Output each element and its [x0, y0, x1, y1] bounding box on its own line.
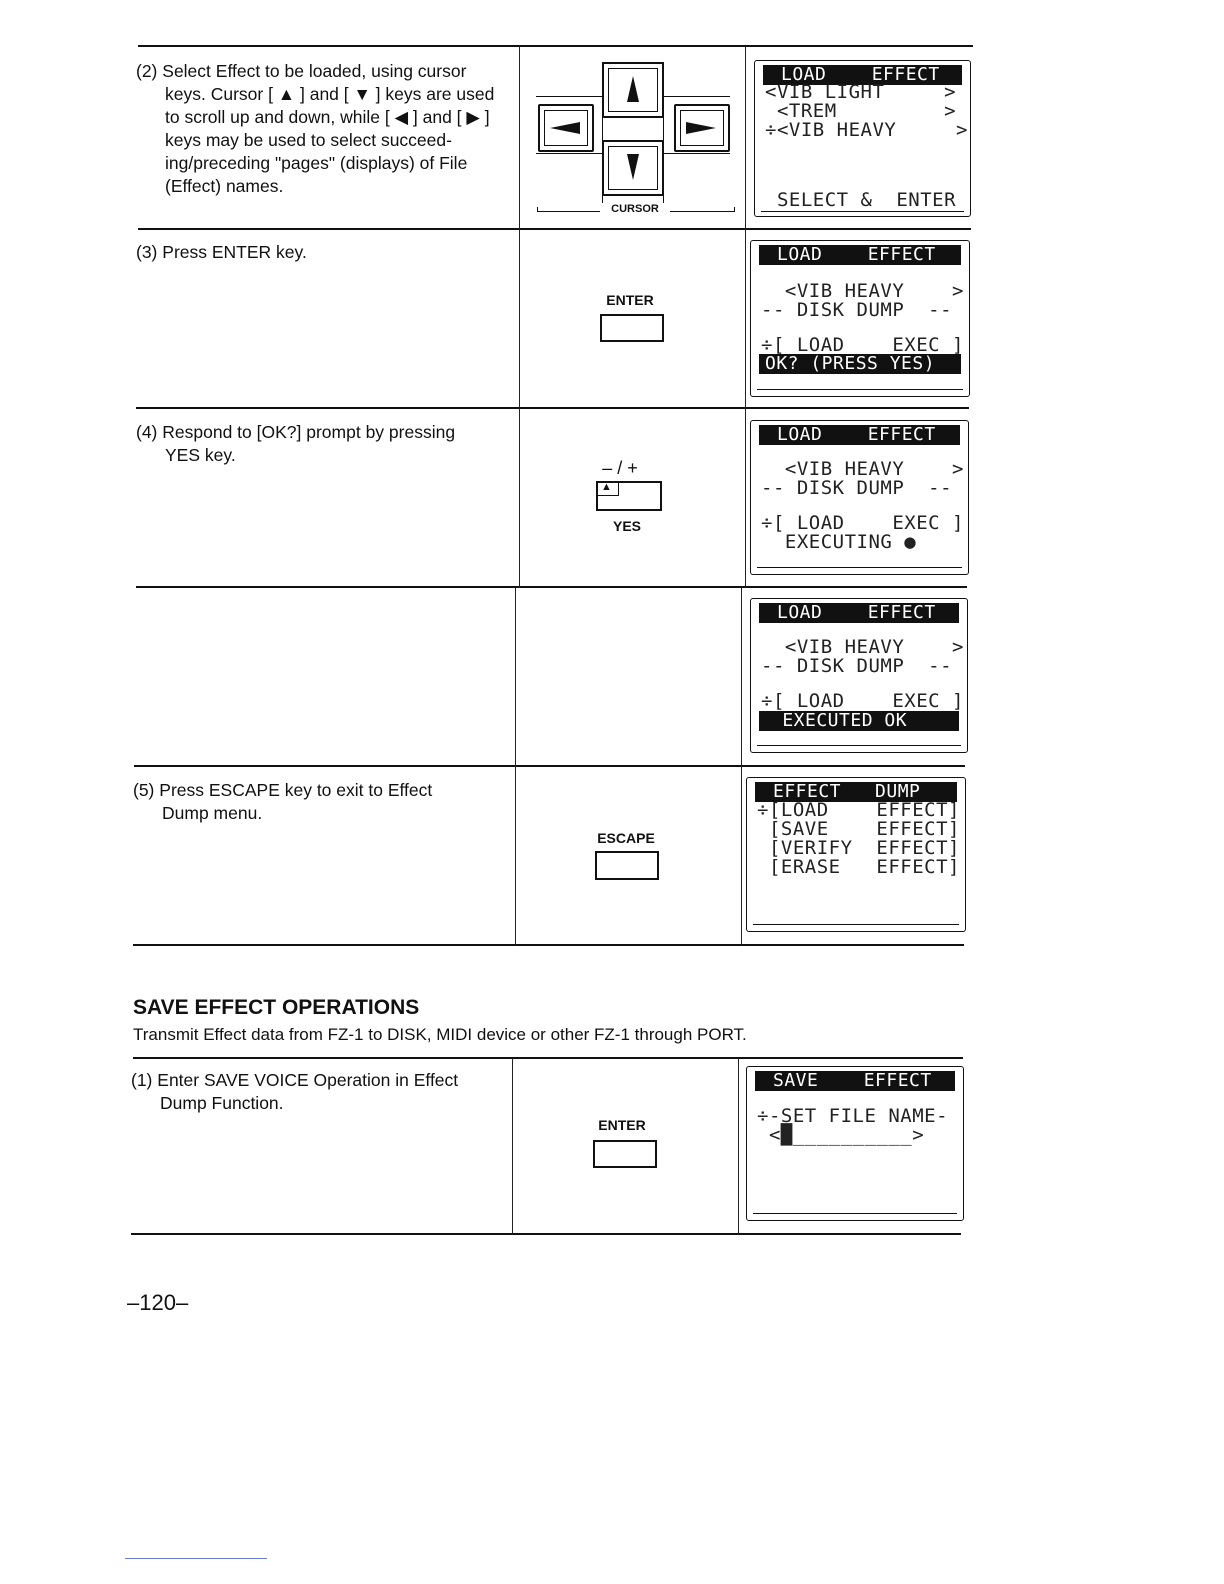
cursor-down-key[interactable] [602, 140, 664, 196]
step-text-line: YES key. [165, 445, 236, 465]
lcd-title-bar: LOAD EFFECT [763, 65, 962, 85]
triangle-up-icon: ▲ [601, 481, 612, 493]
step-number: (2) [136, 61, 158, 81]
lcd-line: ÷[ LOAD EXEC ] [761, 690, 964, 712]
cursor-left-key[interactable] [538, 104, 594, 152]
lcd-title-bar: EFFECT DUMP [755, 782, 957, 802]
step-description: (4) Respond to [OK?] prompt by pressing … [136, 421, 506, 467]
yes-key-label: YES [612, 518, 641, 534]
cursor-up-key[interactable] [602, 62, 664, 118]
table-row-rule [136, 586, 967, 588]
table-col-divider [738, 1058, 739, 1234]
step-text-line: keys. Cursor [ ▲ ] and [ ▼ ] keys are us… [165, 84, 495, 104]
yes-key-top-label: – / + [602, 458, 638, 478]
lcd-line: <VIB HEAVY > [761, 280, 964, 302]
table-bottom-rule [133, 944, 964, 946]
lcd-menu-item: [SAVE EFFECT] [757, 818, 960, 840]
lcd-screen: SAVE EFFECT ÷-SET FILE NAME- <█_________… [746, 1066, 964, 1221]
lcd-screen: LOAD EFFECT <VIB HEAVY > -- DISK DUMP --… [750, 240, 970, 397]
lcd-screen: LOAD EFFECT <VIB HEAVY > -- DISK DUMP --… [750, 420, 969, 575]
table-row-rule [136, 407, 969, 409]
step-text-line: Press ESCAPE key to exit to Effect [159, 780, 433, 800]
table-col-divider [741, 588, 742, 945]
section-subtitle: Transmit Effect data from FZ-1 to DISK, … [133, 1025, 747, 1044]
arrow-left-icon [550, 122, 580, 134]
lcd-line: ÷[ LOAD EXEC ] [761, 334, 964, 356]
lcd-line: <VIB HEAVY > [761, 458, 964, 480]
step-text-line: Enter SAVE VOICE Operation in Effect [157, 1070, 459, 1090]
lcd-screen: LOAD EFFECT <VIB HEAVY > -- DISK DUMP --… [750, 598, 968, 753]
table-top-rule [138, 45, 973, 47]
step-description: (3) Press ENTER key. [136, 241, 501, 264]
lcd-line: -- DISK DUMP -- [761, 655, 953, 677]
lcd-screen: EFFECT DUMP ÷[LOAD EFFECT] [SAVE EFFECT]… [746, 777, 966, 932]
table-top-rule [133, 1057, 963, 1059]
yes-key[interactable]: ▲ [596, 481, 662, 511]
step-text-line: Select Effect to be loaded, using cursor [162, 61, 467, 81]
table-bottom-rule [131, 1233, 961, 1235]
step-text-line: Dump Function. [160, 1093, 284, 1113]
arrow-down-icon [627, 154, 639, 180]
lcd-line: ÷[ LOAD EXEC ] [761, 512, 964, 534]
footer-rule [125, 1558, 267, 1559]
lcd-line: -- DISK DUMP -- [761, 299, 953, 321]
step-description: (5) Press ESCAPE key to exit to Effect D… [133, 779, 498, 825]
lcd-title-bar: LOAD EFFECT [759, 425, 960, 445]
file-name-field: <█__________> [757, 1124, 925, 1146]
lcd-prompt-bar: OK? (PRESS YES) [759, 354, 961, 374]
step-text-line: to scroll up and down, while [ ◀ ] and [… [165, 107, 490, 127]
step-number: (1) [131, 1070, 153, 1090]
lcd-title-bar: SAVE EFFECT [755, 1071, 955, 1091]
enter-key[interactable] [593, 1140, 657, 1168]
step-text-line: (Effect) names. [165, 176, 284, 196]
lcd-status-bar: EXECUTED OK [759, 711, 959, 731]
section-title: SAVE EFFECT OPERATIONS [133, 996, 420, 1019]
lcd-line: <VIB LIGHT > [765, 81, 957, 103]
lcd-line: <VIB HEAVY > [761, 636, 964, 658]
escape-key[interactable] [595, 851, 659, 880]
arrow-up-icon [627, 76, 639, 102]
lcd-line: ÷<VIB HEAVY > [765, 119, 968, 141]
table-col-divider [519, 46, 520, 588]
table-col-divider [512, 1058, 513, 1234]
lcd-menu-item: [ERASE EFFECT] [757, 856, 960, 878]
lcd-menu-item: ÷[LOAD EFFECT] [757, 799, 960, 821]
cursor-right-key[interactable] [674, 104, 730, 152]
table-row-rule [134, 765, 965, 767]
enter-key-label: ENTER [598, 1117, 646, 1133]
lcd-screen: LOAD EFFECT <VIB LIGHT > <TREM > ÷<VIB H… [754, 60, 971, 217]
step-number: (3) [136, 242, 158, 262]
lcd-title-bar: LOAD EFFECT [759, 245, 961, 265]
step-description: (1) Enter SAVE VOICE Operation in Effect… [131, 1069, 501, 1115]
lcd-title-bar: LOAD EFFECT [759, 603, 959, 623]
step-number: (4) [136, 422, 158, 442]
lcd-line: -- DISK DUMP -- [761, 477, 953, 499]
enter-key-label: ENTER [606, 292, 654, 308]
lcd-line: SELECT & ENTER [765, 189, 957, 211]
step-text-line: Dump menu. [162, 803, 263, 823]
lcd-line: <TREM > [765, 100, 957, 122]
step-text-line: keys may be used to select succeed- [165, 130, 452, 150]
step-number: (5) [133, 780, 155, 800]
escape-key-label: ESCAPE [597, 830, 655, 846]
lcd-line: ÷-SET FILE NAME- [757, 1105, 949, 1127]
step-text-line: ing/preceding "pages" (displays) of File [165, 153, 468, 173]
table-row-rule [138, 228, 971, 230]
cursor-label: CURSOR [600, 203, 670, 215]
step-description: (2) Select Effect to be loaded, using cu… [136, 60, 501, 198]
enter-key[interactable] [600, 314, 664, 342]
cursor-pad [534, 58, 732, 218]
arrow-right-icon [686, 122, 716, 134]
lcd-line: EXECUTING ● [761, 531, 917, 553]
table-col-divider [745, 46, 746, 588]
step-text-line: Press ENTER key. [162, 242, 307, 262]
page-number: –120– [127, 1290, 189, 1315]
lcd-menu-item: [VERIFY EFFECT] [757, 837, 960, 859]
table-col-divider [515, 588, 516, 945]
step-text-line: Respond to [OK?] prompt by pressing [162, 422, 456, 442]
